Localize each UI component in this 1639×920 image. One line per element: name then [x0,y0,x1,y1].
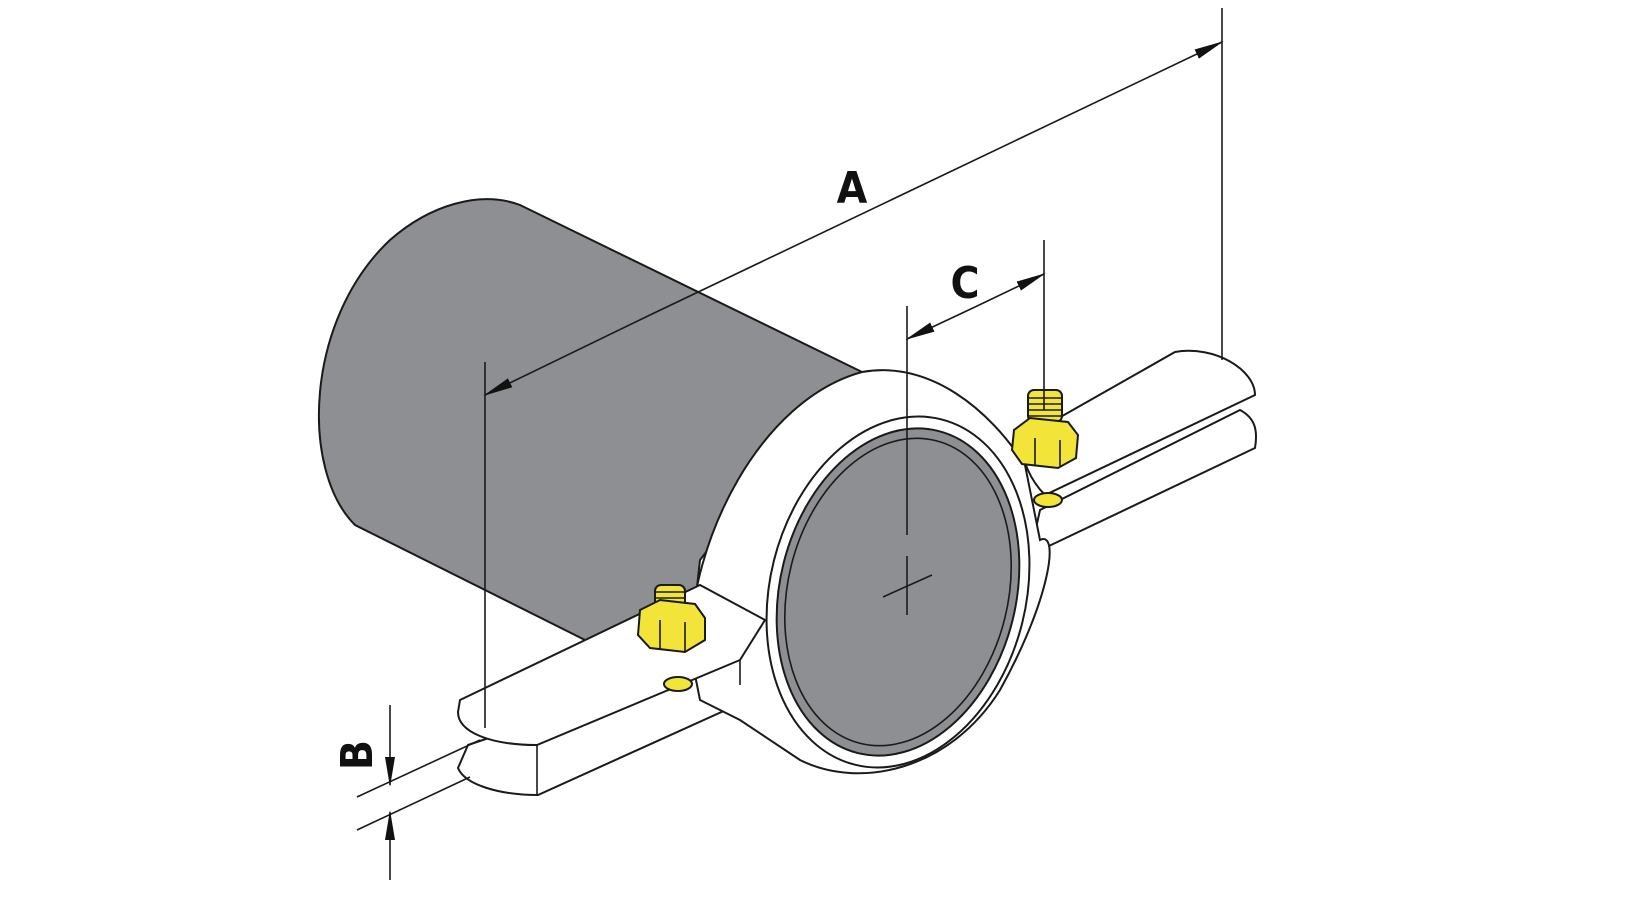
label-b: B [332,740,383,770]
pipe-body [317,198,864,652]
pipe-end-inner [783,437,1013,747]
bolt-left [636,584,706,692]
label-a: A [837,163,868,214]
label-c: C [950,258,979,309]
dimension-b: B [332,705,481,880]
dimension-a: A [483,8,1224,728]
lower-flange-right [1028,408,1258,557]
pipe-end-face [775,427,1021,757]
bolt-right [1010,389,1080,508]
dimension-c: C [905,240,1046,615]
